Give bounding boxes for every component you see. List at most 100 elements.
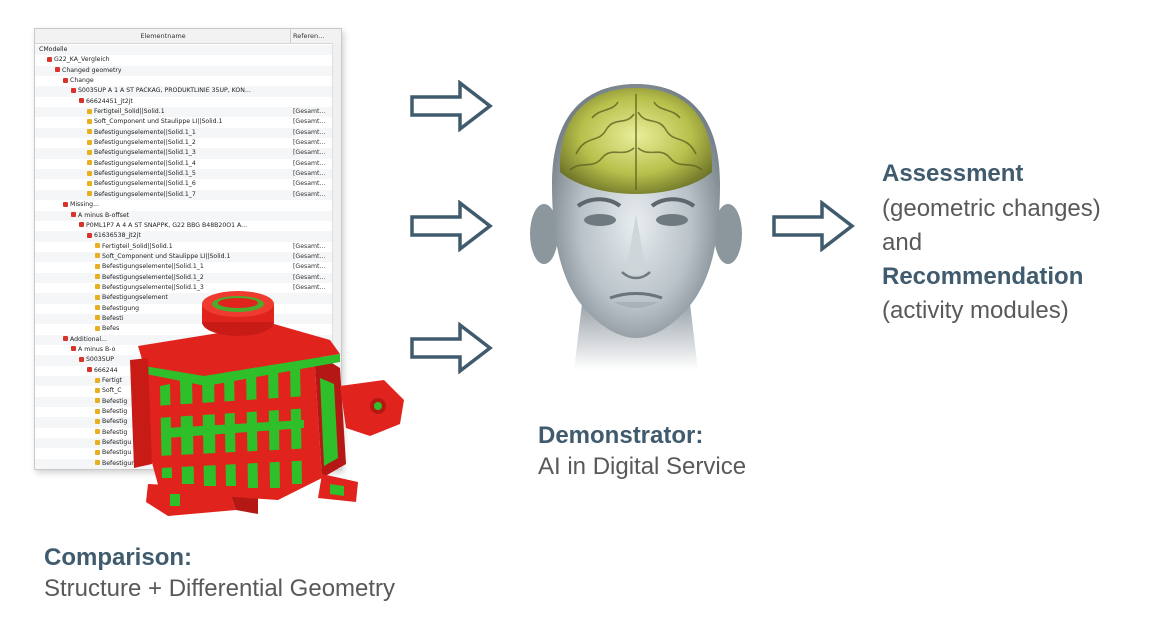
tree-row-name: Fertigt: [95, 376, 122, 386]
tree-row[interactable]: Befestig: [35, 407, 333, 417]
tree-row[interactable]: A minus B-o: [35, 345, 333, 355]
tree-row-name: Befestig: [95, 407, 127, 417]
tree-row-label: Befestigungselemente||Solid.1_3: [94, 149, 196, 157]
and-connector: and: [882, 229, 923, 256]
tree-row[interactable]: Changed geometry: [35, 65, 333, 77]
comparison-subtitle: Structure + Differential Geometry: [44, 575, 396, 602]
tree-row[interactable]: Fertigteil_Solid||Solid.1[Gesamt...: [35, 242, 333, 252]
tree-row-label: Befestigungselemente||Solid.1_1: [94, 128, 196, 136]
tree-row[interactable]: Befestigungselemente||Solid.1_2[Gesamt..…: [35, 138, 333, 148]
tree-row-label: A minus B-offset: [78, 211, 130, 219]
tree-row[interactable]: Befestigungselemente||Solid.1_1 [Gesamt..…: [35, 127, 333, 139]
tree-row-name: Befes: [95, 324, 119, 334]
tree-row[interactable]: Change: [35, 76, 333, 86]
right-arrow-icon: [772, 200, 855, 252]
tree-row[interactable]: 66624451_jt2jt: [35, 97, 333, 107]
tree-row-label: Befestigungselemente||Solid.1_2: [94, 139, 196, 147]
tree-row[interactable]: Befestigungselemente||Solid.1_5 [Gesamt..…: [35, 169, 333, 180]
tree-row[interactable]: Befestigungselemente||Solid.1_3[Gesamt..…: [35, 148, 333, 159]
tree-row[interactable]: Soft_Component und Staulippe LI||Solid.1…: [35, 117, 333, 127]
tree-row[interactable]: Befestigungselemente||Solid.1_7[Gesamt..…: [35, 189, 333, 201]
column-separator[interactable]: [290, 29, 291, 43]
tree-row-label: Befestig: [102, 408, 128, 416]
tree-row-reference: [Gesamt...: [293, 170, 326, 178]
tree-row-name: Befestigu: [95, 438, 131, 448]
tree-row[interactable]: P0ML1P7 A 4 A ST SNAPPK, G22 BBG B48B20O…: [35, 221, 333, 231]
tree-row[interactable]: Befestigungselemente||Solid.1_6[Gesamt..…: [35, 179, 333, 189]
tree-row-label: 666244: [94, 366, 118, 374]
tree-node-icon: [95, 294, 100, 300]
comparison-title: Comparison:: [44, 544, 193, 571]
tree-row[interactable]: Missing...: [35, 200, 333, 210]
tree-node-icon: [55, 67, 60, 73]
tree-row-label: Befestig: [102, 397, 128, 405]
tree-row-label: Befestigungselemente||Solid.1_7: [94, 190, 196, 198]
right-arrow-icon: [410, 80, 493, 132]
tree-row-reference: [Gesamt...: [293, 108, 326, 116]
tree-row-label: Befestigungselemente||Solid.1_5: [94, 170, 196, 178]
tree-row[interactable]: 61636538_jt2jt: [35, 231, 333, 242]
tree-row-name: G22_KA_Vergleich: [47, 55, 110, 65]
tree-node-icon: [87, 232, 92, 238]
tree-row-label: S0035UP A 1 A ST PACKAG, PRODUKTLINIE 35…: [78, 87, 251, 95]
tree-row[interactable]: Befes: [35, 324, 333, 334]
tree-node-icon: [87, 180, 92, 186]
tree-row-name: Soft_Component und Staulippe LI||Solid.1: [87, 117, 223, 127]
tree-node-icon: [95, 418, 100, 424]
tree-row-reference: [Gesamt...: [293, 118, 326, 126]
tree-row-label: G22_KA_Vergleich: [54, 56, 110, 64]
tree-row-name: Befestigungselemente||Solid.1_7: [87, 190, 196, 200]
tree-row-name: Befestigungselemente||Solid.1_2: [87, 138, 196, 148]
tree-row[interactable]: Fertigteil_Solid||Solid.1[Gesamt...: [35, 107, 333, 118]
tree-row-label: A minus B-o: [78, 345, 116, 353]
tree-row-label: Befestigung: [102, 304, 140, 312]
column-header-elementname[interactable]: Elementname: [140, 32, 186, 40]
tree-row[interactable]: CModelle: [35, 45, 333, 56]
tree-node-icon: [87, 139, 92, 145]
tree-row-label: S0035UP: [86, 356, 114, 364]
recommendation-detail: (activity modules): [882, 297, 1069, 324]
tree-row[interactable]: Befestigungselemente||Solid.1_4[Gesamt..…: [35, 159, 333, 169]
tree-row[interactable]: Befestigungselement: [35, 293, 333, 304]
tree-row-name: Befestigu: [95, 448, 131, 458]
tree-row-name: Befestigung: [95, 304, 139, 314]
tree-row-name: Befestigungselemente||Solid.1_6: [87, 179, 196, 189]
tree-row-reference: [Gesamt...: [293, 128, 326, 136]
tree-row[interactable]: 666244: [35, 366, 333, 376]
tree-row-name: Befestigungselemente||Solid.1_1: [87, 128, 196, 138]
tree-node-icon: [95, 284, 100, 290]
tree-row-name: Befestigungselemente||Solid.1_1: [95, 262, 204, 272]
tree-node-icon: [95, 274, 100, 280]
tree-row-name: Change: [63, 76, 94, 86]
tree-node-icon: [95, 439, 100, 445]
tree-row[interactable]: Soft_Component und Staulippe LI||Solid.1…: [35, 251, 333, 263]
tree-row-name: A minus B-o: [71, 345, 115, 355]
tree-node-icon: [95, 460, 100, 466]
tree-row-label: CModelle: [39, 46, 68, 53]
tree-node-icon: [87, 191, 92, 197]
tree-row[interactable]: Befestigungselemente||Solid.1_2[Gesamt..…: [35, 272, 333, 283]
tree-row-name: 66624451_jt2jt: [79, 97, 133, 107]
tree-row[interactable]: Befestigu: [35, 448, 333, 458]
tree-row[interactable]: Befestigungselemente||Solid.1_1 [Gesamt..…: [35, 262, 333, 272]
tree-row[interactable]: Befestig: [35, 428, 333, 438]
tree-row[interactable]: S0035UP A 1 A ST PACKAG, PRODUKTLINIE 35…: [35, 86, 333, 97]
tree-row-name: Befestig: [95, 397, 127, 407]
tree-row[interactable]: Befestigungselemente||Solid.1_3[Gesamt..…: [35, 283, 333, 293]
right-arrow-icon: [410, 322, 493, 374]
tree-row[interactable]: Befestigung: [35, 304, 333, 314]
tree-row-reference: [Gesamt...: [293, 263, 326, 271]
tree-node-icon: [79, 98, 84, 104]
tree-scrollbar[interactable]: [332, 43, 341, 469]
tree-row-reference: [Gesamt...: [293, 242, 326, 250]
tree-row[interactable]: G22_KA_Vergleich: [35, 55, 333, 65]
tree-node-icon: [95, 429, 100, 435]
tree-node-icon: [95, 325, 100, 331]
tree-row[interactable]: A minus B-offset: [35, 210, 333, 221]
tree-row-label: Soft_Component und Staulippe LI||Solid.1: [102, 252, 231, 260]
column-header-reference[interactable]: Referen...: [293, 32, 325, 40]
tree-row[interactable]: Soft_C: [35, 386, 333, 396]
tree-row-label: Befestigungselemente||Solid.1_2: [102, 273, 204, 281]
tree-row-name: Befestigungselemente||Solid.1_5: [87, 169, 196, 179]
tree-row[interactable]: Befesti: [35, 313, 333, 325]
